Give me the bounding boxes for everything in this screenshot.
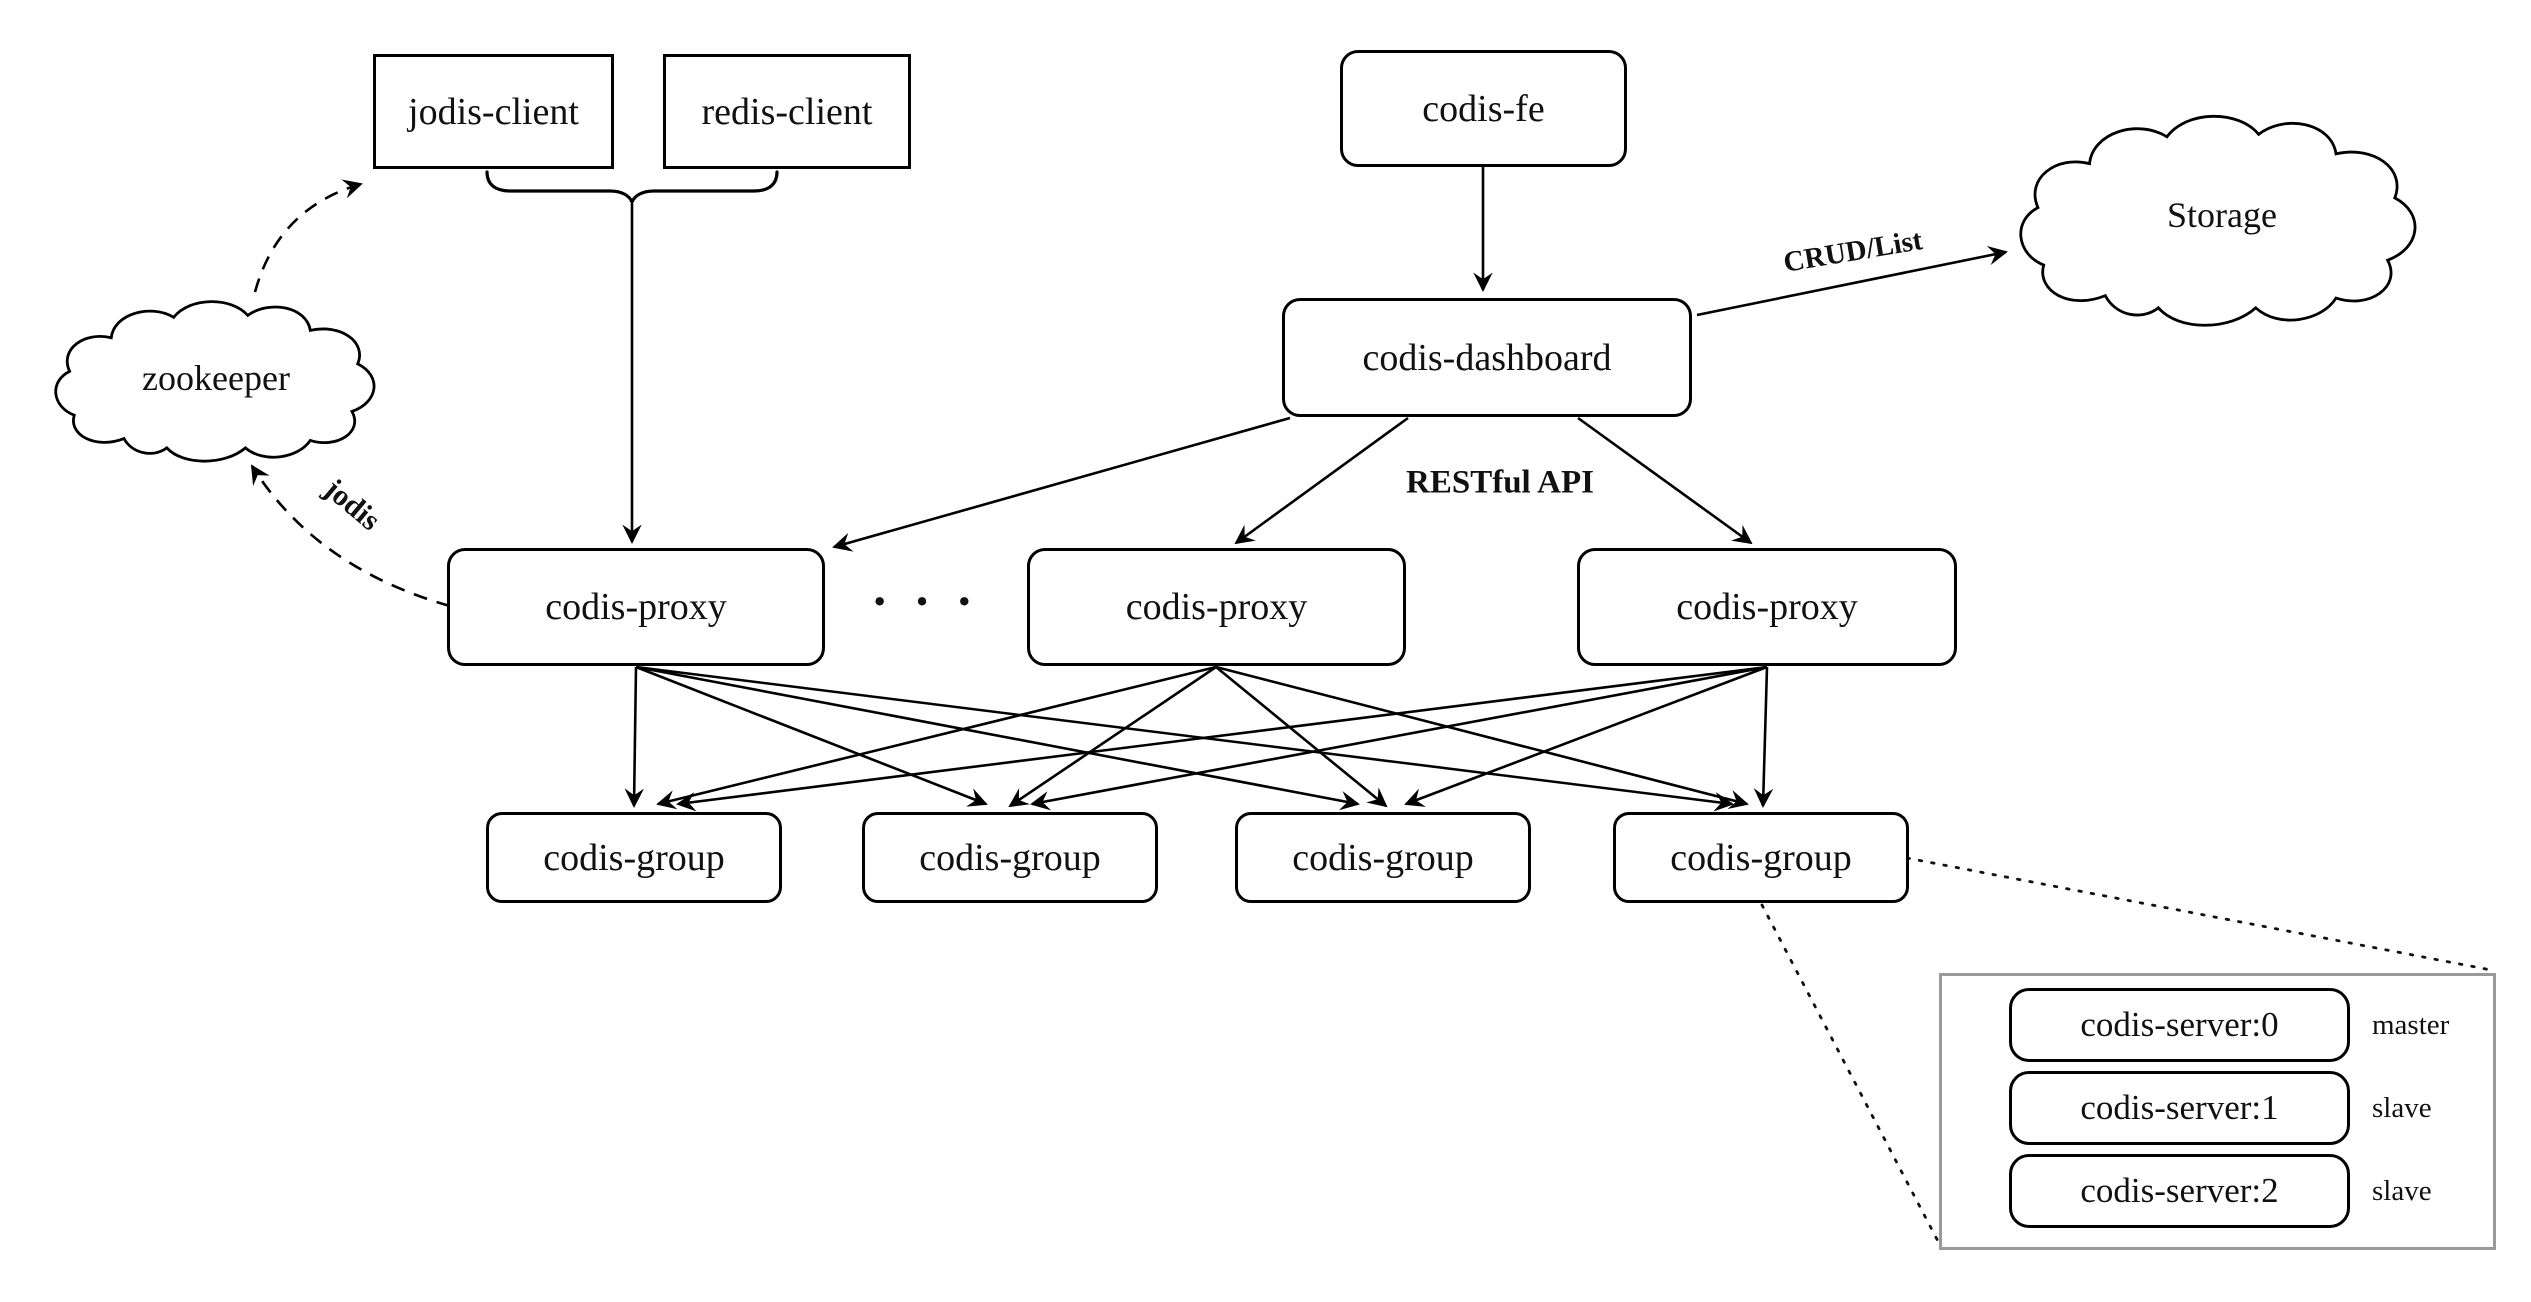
edge-dashboard-to-proxy2: [1234, 416, 1409, 545]
codis-server-0-label: codis-server:0: [2080, 1005, 2279, 1044]
node-codis-group-1: codis-group: [486, 812, 782, 903]
edge-dashboard-to-proxy3: [1577, 416, 1753, 545]
node-codis-proxy-2: codis-proxy: [1027, 548, 1406, 666]
edge-proxy2-group3: [1215, 665, 1388, 808]
restful-api-edge-label: RESTful API: [1406, 464, 1594, 501]
edge-proxy2-group2: [1008, 665, 1217, 808]
detail-projection-top: [1905, 856, 2493, 972]
edge-dashboard-to-storage: [1696, 245, 2008, 317]
edge-proxy2-group1: [656, 665, 1217, 810]
codis-fe-label: codis-fe: [1422, 87, 1545, 130]
zookeeper-cloud-label: zookeeper: [142, 358, 290, 398]
redis-client-label: redis-client: [701, 90, 873, 133]
proxy-ellipsis: · · ·: [870, 573, 980, 631]
storage-cloud-label: Storage: [2167, 195, 2277, 235]
codis-group-3-label: codis-group: [1292, 836, 1474, 879]
codis-server-0-role: master: [2372, 1008, 2450, 1041]
codis-proxy-2-label: codis-proxy: [1125, 586, 1308, 628]
jodis-client-label: jodis-client: [408, 90, 579, 133]
zookeeper-cloud-shape: [56, 302, 374, 462]
node-codis-group-4: codis-group: [1613, 812, 1909, 903]
codis-server-2-role: slave: [2372, 1174, 2432, 1207]
node-redis-client: redis-client: [663, 54, 911, 169]
edge-proxy1-to-zookeeper-jodis: [250, 464, 451, 608]
edge-proxy3-group2: [1030, 665, 1768, 811]
node-codis-group-2: codis-group: [862, 812, 1158, 903]
edge-proxy1-group4: [635, 665, 1734, 812]
codis-proxy-3-label: codis-proxy: [1676, 586, 1858, 628]
edge-proxy1-group1: [624, 666, 645, 808]
codis-group-1-label: codis-group: [543, 836, 725, 879]
edge-proxy1-group2: [635, 665, 988, 807]
storage-cloud-shape: [2021, 116, 2415, 325]
group-detail-box: codis-server:0 master codis-server:1 sla…: [1939, 973, 2496, 1250]
edge-dashboard-to-proxy1: [832, 416, 1291, 552]
edge-proxy3-group3: [1404, 665, 1768, 807]
node-jodis-client: jodis-client: [373, 54, 614, 169]
clients-brace: [485, 170, 779, 207]
codis-group-2-label: codis-group: [919, 836, 1101, 879]
codis-server-1-label: codis-server:1: [2080, 1088, 2279, 1127]
codis-group-4-label: codis-group: [1670, 836, 1852, 879]
node-codis-server-1: codis-server:1: [2009, 1071, 2350, 1145]
codis-dashboard-label: codis-dashboard: [1362, 336, 1612, 379]
node-codis-fe: codis-fe: [1340, 50, 1627, 167]
node-codis-server-0: codis-server:0: [2009, 988, 2350, 1062]
detail-projection-bottom: [1760, 903, 1943, 1249]
edge-proxy2-group4: [1215, 665, 1749, 810]
edge-proxy3-group4: [1753, 666, 1774, 808]
codis-server-2-label: codis-server:2: [2080, 1171, 2279, 1210]
edge-zookeeper-to-jodis-client: [253, 179, 363, 293]
node-codis-proxy-3: codis-proxy: [1577, 548, 1957, 666]
node-codis-proxy-1: codis-proxy: [447, 548, 825, 666]
node-codis-dashboard: codis-dashboard: [1282, 298, 1692, 417]
codis-server-1-role: slave: [2372, 1091, 2432, 1124]
codis-proxy-1-label: codis-proxy: [545, 586, 727, 628]
edge-proxy3-group1: [676, 665, 1768, 812]
node-codis-server-2: codis-server:2: [2009, 1154, 2350, 1228]
edge-proxy1-group3: [635, 665, 1360, 811]
node-codis-group-3: codis-group: [1235, 812, 1531, 903]
